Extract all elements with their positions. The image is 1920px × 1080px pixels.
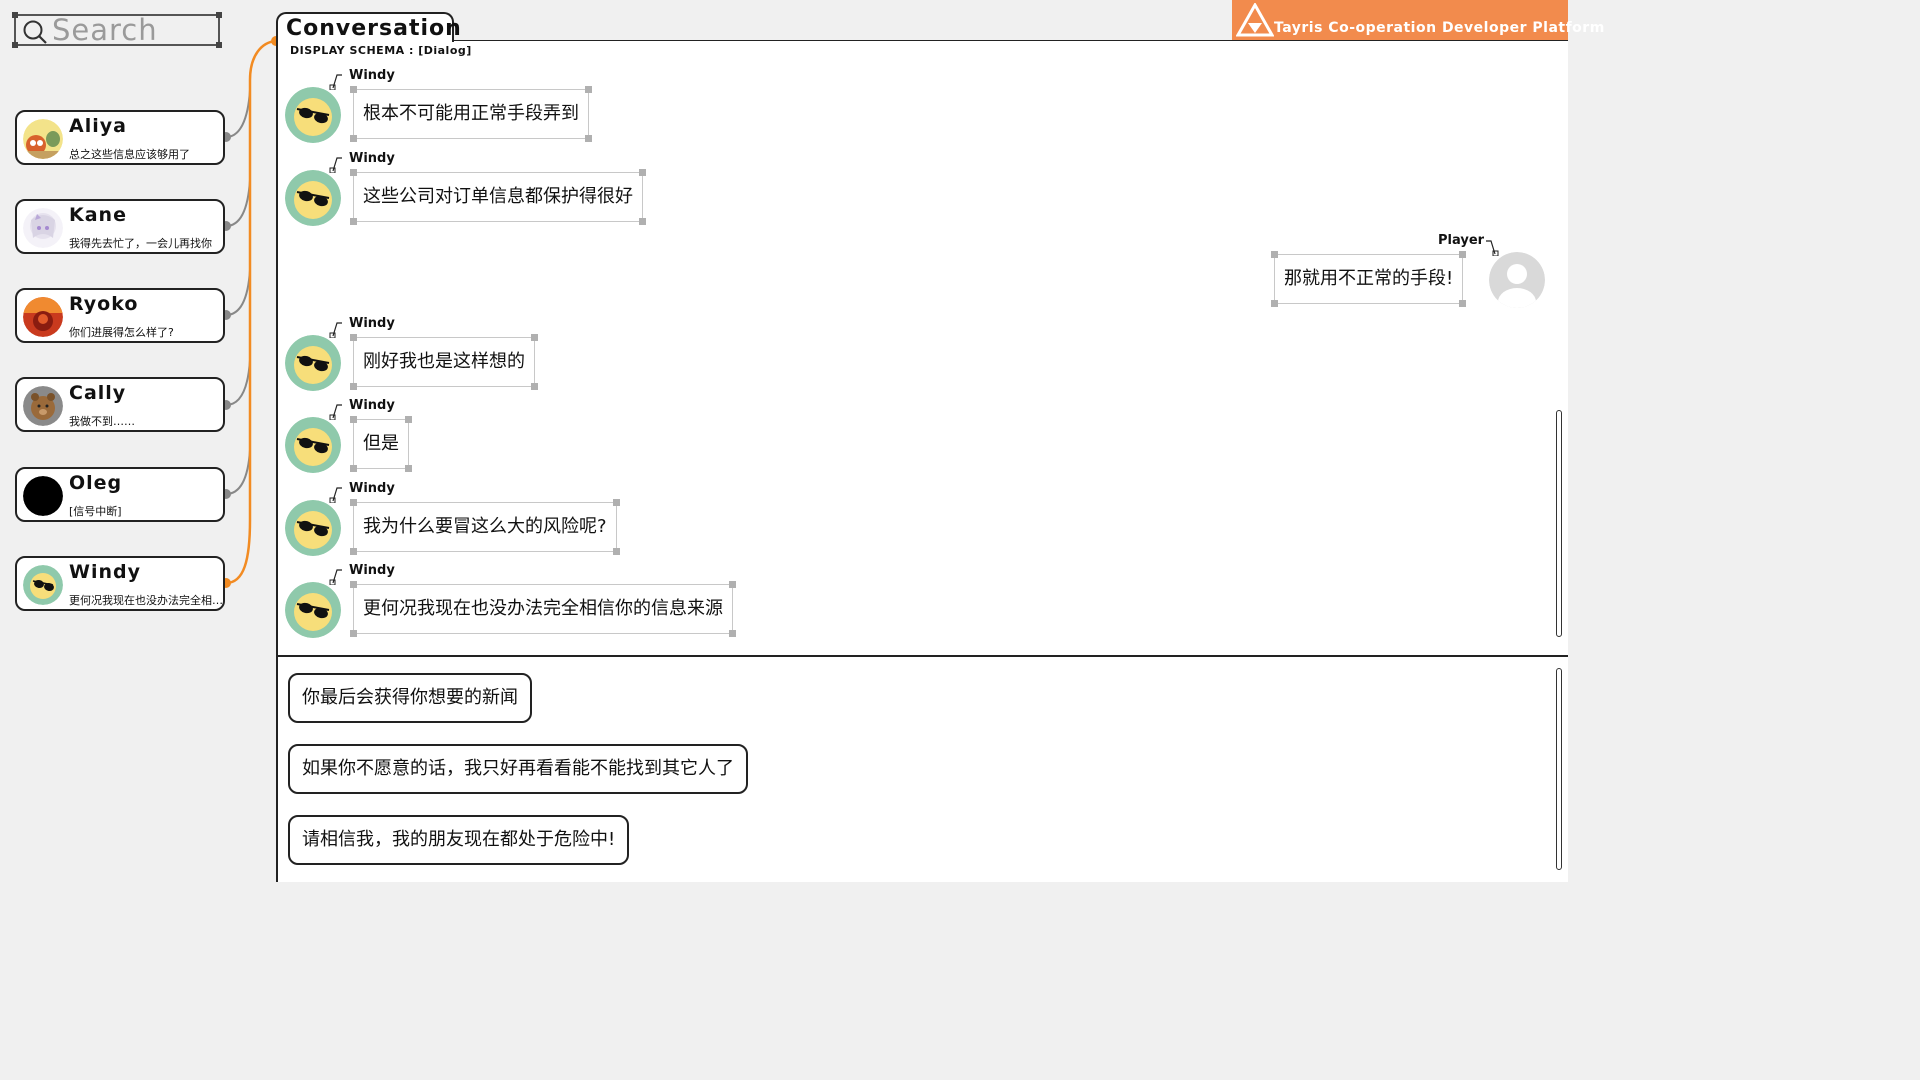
message-sender: Windy xyxy=(349,68,395,83)
reply-option[interactable]: 如果你不愿意的话，我只好再看看能不能找到其它人了 xyxy=(288,744,748,794)
bubble-handle xyxy=(350,581,357,588)
sunglasses-face-avatar xyxy=(23,565,63,605)
bubble-handle xyxy=(350,499,357,506)
bubble-handle xyxy=(613,499,620,506)
brand-text: Tayris Co-operation Developer Platform xyxy=(1274,20,1605,36)
message-bubble: 我为什么要冒这么大的风险呢? xyxy=(353,502,617,552)
red-panda-avatar xyxy=(23,119,63,159)
contact-item-ryoko[interactable]: Ryoko 你们进展得怎么样了? xyxy=(15,288,225,343)
bubble-handle xyxy=(729,581,736,588)
bubble-handle xyxy=(350,86,357,93)
bubble-handle xyxy=(405,416,412,423)
message-sender: Windy xyxy=(349,563,395,578)
bubble-handle xyxy=(350,548,357,555)
search-input[interactable] xyxy=(52,16,212,44)
contact-item-aliya[interactable]: Aliya 总之这些信息应该够用了 xyxy=(15,110,225,165)
contact-name: Cally xyxy=(69,382,127,404)
sunglasses-face-avatar xyxy=(285,582,341,638)
reply-scrollbar[interactable] xyxy=(1556,668,1562,870)
bubble-handle xyxy=(531,383,538,390)
contact-name: Aliya xyxy=(69,115,127,137)
contact-name: Ryoko xyxy=(69,293,139,315)
bubble-handle xyxy=(613,548,620,555)
contact-item-kane[interactable]: Kane 我得先去忙了，一会儿再找你 xyxy=(15,199,225,254)
brand-banner: Tayris Co-operation Developer Platform xyxy=(1232,0,1604,40)
search-icon xyxy=(23,20,47,44)
sunglasses-face-avatar xyxy=(285,335,341,391)
bubble-handle xyxy=(729,630,736,637)
reply-option[interactable]: 你最后会获得你想要的新闻 xyxy=(288,673,532,723)
contact-preview: 更何况我现在也没办法完全相信你的信息来源 xyxy=(69,594,225,607)
message-tail xyxy=(329,404,342,420)
bubble-handle xyxy=(350,169,357,176)
panel-divider xyxy=(277,655,1568,657)
bubble-handle xyxy=(350,416,357,423)
bubble-handle xyxy=(1459,251,1466,258)
message-bubble: 那就用不正常的手段! xyxy=(1274,254,1464,304)
contact-item-cally[interactable]: Cally 我做不到…… xyxy=(15,377,225,432)
bubble-handle xyxy=(405,465,412,472)
bubble-handle xyxy=(639,169,646,176)
bubble-handle xyxy=(1459,300,1466,307)
black-circle-avatar xyxy=(23,476,63,516)
message-tail xyxy=(329,322,342,338)
sunglasses-face-avatar xyxy=(285,87,341,143)
contact-name: Oleg xyxy=(69,472,123,494)
message-bubble: 这些公司对订单信息都保护得很好 xyxy=(353,172,643,222)
message-sender: Windy xyxy=(349,316,395,331)
message-scrollbar[interactable] xyxy=(1556,410,1562,637)
contact-name: Windy xyxy=(69,561,141,583)
message-tail xyxy=(1486,240,1499,256)
search-box[interactable] xyxy=(12,12,222,48)
message-bubble: 刚好我也是这样想的 xyxy=(353,337,535,387)
bubble-handle xyxy=(350,334,357,341)
bubble-handle xyxy=(585,135,592,142)
sunglasses-face-avatar xyxy=(285,500,341,556)
message-sender: Player xyxy=(1438,233,1485,248)
sunglasses-face-avatar xyxy=(285,417,341,473)
message-tail xyxy=(329,157,342,173)
contact-preview: 我得先去忙了，一会儿再找你 xyxy=(69,237,212,250)
message-tail xyxy=(329,569,342,585)
bubble-handle xyxy=(350,630,357,637)
message-tail xyxy=(329,74,342,90)
tab-conversation[interactable]: Conversation xyxy=(276,12,461,42)
contact-preview: 我做不到…… xyxy=(69,415,135,428)
bubble-handle xyxy=(350,135,357,142)
player-avatar xyxy=(1489,252,1545,308)
bear-avatar xyxy=(23,386,63,426)
message-bubble: 更何况我现在也没办法完全相信你的信息来源 xyxy=(353,584,733,634)
message-sender: Windy xyxy=(349,481,395,496)
search-box-corner xyxy=(216,42,222,48)
message-bubble: 但是 xyxy=(353,419,409,469)
red-character-avatar xyxy=(23,297,63,337)
bubble-handle xyxy=(1271,251,1278,258)
bubble-handle xyxy=(350,218,357,225)
contact-preview: [信号中断] xyxy=(69,505,122,518)
bubble-handle xyxy=(1271,300,1278,307)
bubble-handle xyxy=(350,465,357,472)
search-box-corner xyxy=(216,12,222,18)
message-tail xyxy=(329,487,342,503)
bubble-handle xyxy=(639,218,646,225)
contact-item-oleg[interactable]: Oleg [信号中断] xyxy=(15,467,225,522)
display-schema-label: DISPLAY SCHEMA : [Dialog] xyxy=(290,44,472,57)
message-bubble: 根本不可能用正常手段弄到 xyxy=(353,89,589,139)
bubble-handle xyxy=(531,334,538,341)
contact-preview: 你们进展得怎么样了? xyxy=(69,326,174,339)
brand-logo-icon xyxy=(1236,3,1274,37)
reply-option[interactable]: 请相信我，我的朋友现在都处于危险中! xyxy=(288,815,630,865)
contact-name: Kane xyxy=(69,204,127,226)
message-sender: Windy xyxy=(349,398,395,413)
contact-item-windy[interactable]: Windy 更何况我现在也没办法完全相信你的信息来源 xyxy=(15,556,225,611)
white-hair-girl-avatar xyxy=(23,208,63,248)
bubble-handle xyxy=(350,383,357,390)
search-box-corner xyxy=(12,42,18,48)
message-sender: Windy xyxy=(349,151,395,166)
bubble-handle xyxy=(585,86,592,93)
sunglasses-face-avatar xyxy=(285,170,341,226)
search-box-corner xyxy=(12,12,18,18)
contact-preview: 总之这些信息应该够用了 xyxy=(69,148,190,161)
